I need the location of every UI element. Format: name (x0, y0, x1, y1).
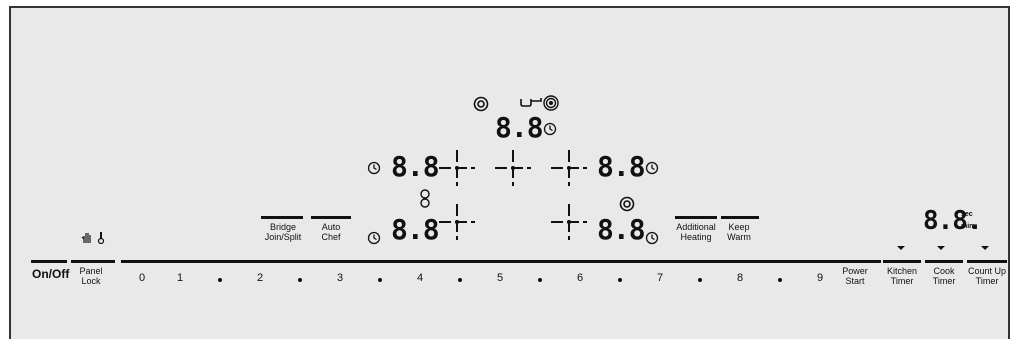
power-level-4[interactable]: 4 (416, 272, 424, 284)
power-level-3[interactable]: 3 (336, 272, 344, 284)
zone-cross-upper-right[interactable] (549, 148, 589, 188)
power-level-2[interactable]: 2 (256, 272, 264, 284)
bridge-join-split-button[interactable]: Bridge Join/Split (264, 222, 302, 242)
cooktop-control-panel: 8.8 8.8 8.8 8.8 (9, 6, 1010, 339)
cook-timer-button[interactable]: Cook Timer (932, 266, 956, 286)
timer-icon (367, 231, 381, 245)
timer-icon (543, 122, 557, 136)
slider-dot (778, 278, 782, 282)
count-up-timer-bar (967, 260, 1007, 263)
bridge-key-bar (261, 216, 303, 219)
power-level-8[interactable]: 8 (736, 272, 744, 284)
power-level-1[interactable]: 1 (176, 272, 184, 284)
zone-cross-lower-left[interactable] (437, 202, 477, 242)
power-level-6[interactable]: 6 (576, 272, 584, 284)
power-start-button[interactable]: Power Start (842, 266, 868, 286)
on-off-bar (31, 260, 67, 263)
power-level-7[interactable]: 7 (656, 272, 664, 284)
count-up-timer-button[interactable]: Count Up Timer (967, 266, 1007, 286)
upper-left-zone-display: 8.8 (391, 150, 440, 183)
min-unit-label: min (961, 223, 974, 230)
sec-unit-label: sec (961, 211, 973, 218)
count-up-timer-arrow-icon (981, 246, 989, 250)
kitchen-timer-arrow-icon (897, 246, 905, 250)
slider-dot (698, 278, 702, 282)
additional-heating-button[interactable]: Additional Heating (676, 222, 716, 242)
power-level-5[interactable]: 5 (496, 272, 504, 284)
keep-warm-key-bar (721, 216, 759, 219)
auto-chef-key-bar (311, 216, 351, 219)
triple-ring-icon (543, 95, 559, 111)
on-off-button[interactable]: On/Off (32, 267, 70, 281)
zone-cross-upper-left[interactable] (437, 148, 477, 188)
panel-lock-button[interactable]: Panel Lock (79, 266, 103, 286)
power-level-0[interactable]: 0 (138, 272, 146, 284)
double-ring-icon (619, 196, 635, 212)
slider-dot (538, 278, 542, 282)
double-ring-icon (473, 96, 489, 112)
power-level-9[interactable]: 9 (816, 272, 824, 284)
kitchen-timer-button[interactable]: Kitchen Timer (886, 266, 918, 286)
timer-icon (367, 161, 381, 175)
timer-icon (645, 161, 659, 175)
hand-icon (81, 233, 91, 243)
slider-dot (618, 278, 622, 282)
power-slider-bar[interactable] (121, 260, 881, 263)
zone-cross-upper-center[interactable] (493, 148, 533, 188)
timer-display: 8.8. (923, 206, 983, 236)
keep-warm-button[interactable]: Keep Warm (727, 222, 751, 242)
auto-chef-button[interactable]: Auto Chef (321, 222, 341, 242)
panel-lock-bar (71, 260, 115, 263)
slider-dot (458, 278, 462, 282)
zone-cross-lower-right[interactable] (549, 202, 589, 242)
slider-dot (378, 278, 382, 282)
thermometer-icon (97, 232, 105, 244)
slider-dot (218, 278, 222, 282)
cook-timer-arrow-icon (937, 246, 945, 250)
slider-dot (298, 278, 302, 282)
upper-right-zone-display: 8.8 (597, 150, 646, 183)
additional-heating-key-bar (675, 216, 717, 219)
center-zone-display: 8.8 (495, 111, 544, 144)
cook-timer-bar (925, 260, 963, 263)
pot-icon (520, 98, 542, 107)
bridge-zone-icon (420, 189, 430, 208)
timer-icon (645, 231, 659, 245)
lower-right-zone-display: 8.8 (597, 213, 646, 246)
lower-left-zone-display: 8.8 (391, 213, 440, 246)
kitchen-timer-bar (883, 260, 921, 263)
